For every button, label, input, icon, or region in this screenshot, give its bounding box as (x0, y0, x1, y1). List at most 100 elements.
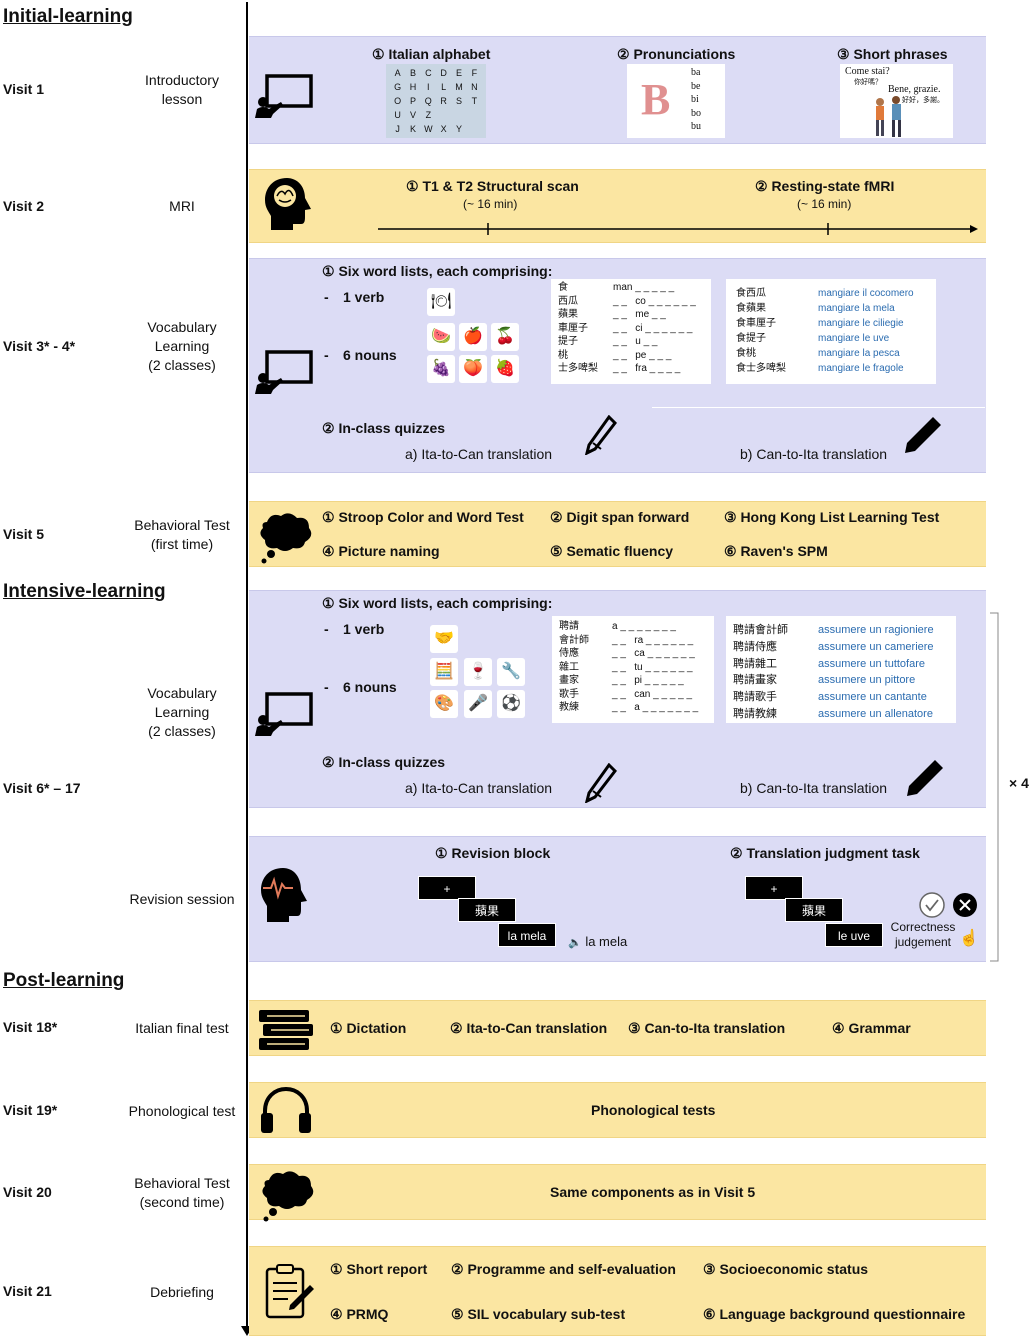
cn-word-stimulus: 蘋果 (458, 898, 516, 922)
v20-content: Same components as in Visit 5 (550, 1184, 756, 1200)
alphabet-letter: L (441, 82, 447, 92)
waiter-picture: 🍷 (464, 658, 492, 686)
alphabet-letter: D (440, 68, 447, 78)
alphabet-letter: Z (425, 110, 432, 120)
visit-21-desc: Debriefing (150, 1284, 214, 1300)
alphabet-letter: S (455, 96, 462, 106)
v617-phrase-card: 聘請會計師 聘請侍應 聘請雜工 聘請畫家 聘請歌手 聘請教練 assumere … (726, 616, 956, 723)
watermelon-picture: 🍉 (427, 323, 455, 351)
v5-test-digit-span: ② Digit span forward (550, 509, 690, 525)
v34-it-phrases: mangiare il cocomero mangiare la mela ma… (818, 288, 914, 374)
accountant-picture: 🧮 (430, 658, 458, 686)
head-sound-icon (261, 868, 307, 922)
v617-cn-phrases: 聘請會計師 聘請侍應 聘請雜工 聘請畫家 聘請歌手 聘請教練 (733, 624, 788, 720)
v34-quiz-b: b) Can-to-Ita translation (740, 446, 888, 462)
alphabet-letter: Y (455, 124, 462, 134)
visit-1-label: Visit 1 (3, 81, 44, 97)
alphabet-letter: Q (424, 96, 432, 106)
strawberry-picture: 🍓 (491, 355, 519, 383)
visit-18-band (249, 1000, 986, 1056)
v617-fill-in-card: 聘請 會計師 侍應 雜工 畫家 歌手 教練 a _ _ _ _ _ _ _ _ … (552, 616, 714, 723)
dash: - (324, 347, 329, 363)
visit-18-desc: Italian final test (135, 1020, 229, 1036)
lecture-icon (255, 692, 313, 736)
v5-test-hklll: ③ Hong Kong List Learning Test (724, 509, 940, 525)
timeline-axis (246, 2, 248, 1328)
v617-quiz-heading: ② In-class quizzes (322, 754, 446, 770)
alphabet-letter: X (440, 124, 447, 134)
v2-scan-fmri-time: (~ 16 min) (797, 197, 852, 211)
v21-programme-eval: ② Programme and self-evaluation (451, 1261, 676, 1277)
v2-scan-fmri: ② Resting-state fMRI (755, 178, 895, 194)
visit-21-band (249, 1246, 986, 1336)
alphabet-letter: W (424, 124, 433, 134)
v21-prmq: ④ PRMQ (330, 1306, 389, 1322)
pencil-icon (907, 760, 943, 796)
syllable: bu (691, 121, 701, 132)
v34-blanks: man _ _ _ _ _ _ _ co _ _ _ _ _ _ _ _ me … (613, 282, 696, 374)
v617-it-phrases: assumere un ragioniere assumere un camer… (818, 624, 934, 720)
alphabet-letter: K (409, 124, 416, 134)
lecture-icon (255, 350, 313, 394)
v2-scan-structural: ① T1 & T2 Structural scan (406, 178, 579, 194)
alphabet-letter: H (409, 82, 417, 92)
coach-picture: ⚽ (497, 690, 525, 718)
phrase-1-cn: 你好嗎？ (854, 79, 882, 86)
it-word-stimulus: le uve (825, 923, 883, 947)
v617-quiz-b: b) Can-to-Ita translation (740, 780, 888, 796)
dash: - (324, 679, 329, 695)
visit-3-4-label: Visit 3* - 4* (3, 338, 76, 354)
v34-nouns: 6 nouns (343, 347, 397, 363)
v617-lists-heading: ① Six word lists, each comprising: (322, 595, 553, 611)
phrase-2: Bene, grazie. (888, 84, 941, 95)
eating-picture: 🍽 (427, 288, 455, 316)
visit-6-17-label: Visit 6* – 17 (3, 780, 81, 796)
phrases-card: Come stai? 你好嗎？ Bene, grazie. 好好，多謝。 (840, 64, 953, 138)
v34-quiz-heading: ② In-class quizzes (322, 420, 446, 436)
visit-5-label: Visit 5 (3, 526, 44, 542)
alphabet-letter (467, 122, 482, 136)
pron-letter: B (641, 75, 671, 124)
alphabet-letter (436, 108, 451, 122)
visit-19-desc: Phonological test (128, 1103, 236, 1119)
alphabet-letter: E (455, 68, 462, 78)
pencil-icon (585, 763, 617, 803)
brain-head-icon (265, 178, 311, 230)
v21-language-bg: ⑥ Language background questionnaire (703, 1306, 966, 1322)
visit-5-band (249, 501, 986, 567)
v5-test-semantic-fluency: ⑤ Sematic fluency (550, 543, 674, 559)
v18-grammar: ④ Grammar (832, 1020, 911, 1036)
revision-desc: Revision session (129, 891, 235, 907)
singer-picture: 🎤 (464, 690, 492, 718)
alphabet-letter: U (394, 110, 401, 120)
alphabet-letter: O (394, 96, 402, 106)
books-icon (259, 1010, 313, 1050)
visit-19-band (249, 1082, 986, 1138)
v34-verb: 1 verb (343, 289, 385, 305)
alphabet-letter: V (409, 110, 416, 120)
v617-verb: 1 verb (343, 621, 385, 637)
headphones-icon (261, 1086, 311, 1133)
cherry-picture: 🍒 (491, 323, 519, 351)
v18-can-to-ita: ③ Can-to-Ita translation (628, 1020, 786, 1036)
alphabet-letter: G (394, 82, 402, 92)
v21-sil-vocab: ⑤ SIL vocabulary sub-test (451, 1306, 626, 1322)
v617-cn-words: 聘請 會計師 侍應 雜工 畫家 歌手 教練 (559, 621, 589, 713)
v34-cn-words: 食 西瓜 蘋果 車厘子 提子 桃 士多啤梨 (558, 282, 598, 374)
handyman-picture: 🔧 (497, 658, 525, 686)
dash: - (324, 621, 329, 637)
visit-20-band (249, 1164, 986, 1220)
visit-20-label: Visit 20 (3, 1184, 52, 1200)
visit-20-desc: Behavioral Test(second time) (134, 1175, 230, 1210)
speaker-icon: 🔈 (568, 937, 582, 949)
v34-quiz-a: a) Ita-to-Can translation (405, 446, 553, 462)
repeat-bracket (990, 612, 999, 962)
judgment-task-title: ② Translation judgment task (730, 845, 920, 861)
v19-content: Phonological tests (591, 1102, 716, 1118)
v21-socioeconomic: ③ Socioeconomic status (703, 1261, 869, 1277)
syllable: be (691, 80, 701, 92)
